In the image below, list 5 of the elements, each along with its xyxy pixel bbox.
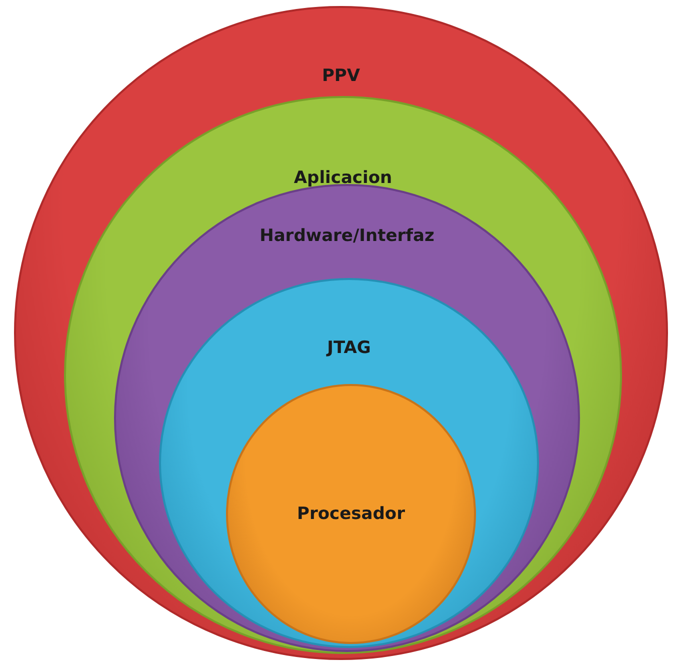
circle-label: Aplicacion	[294, 168, 392, 188]
circle-label: PPV	[322, 66, 360, 86]
circle-label: Procesador	[297, 504, 405, 524]
circle-label: JTAG	[327, 338, 371, 358]
circle-label: Hardware/Interfaz	[260, 226, 434, 246]
